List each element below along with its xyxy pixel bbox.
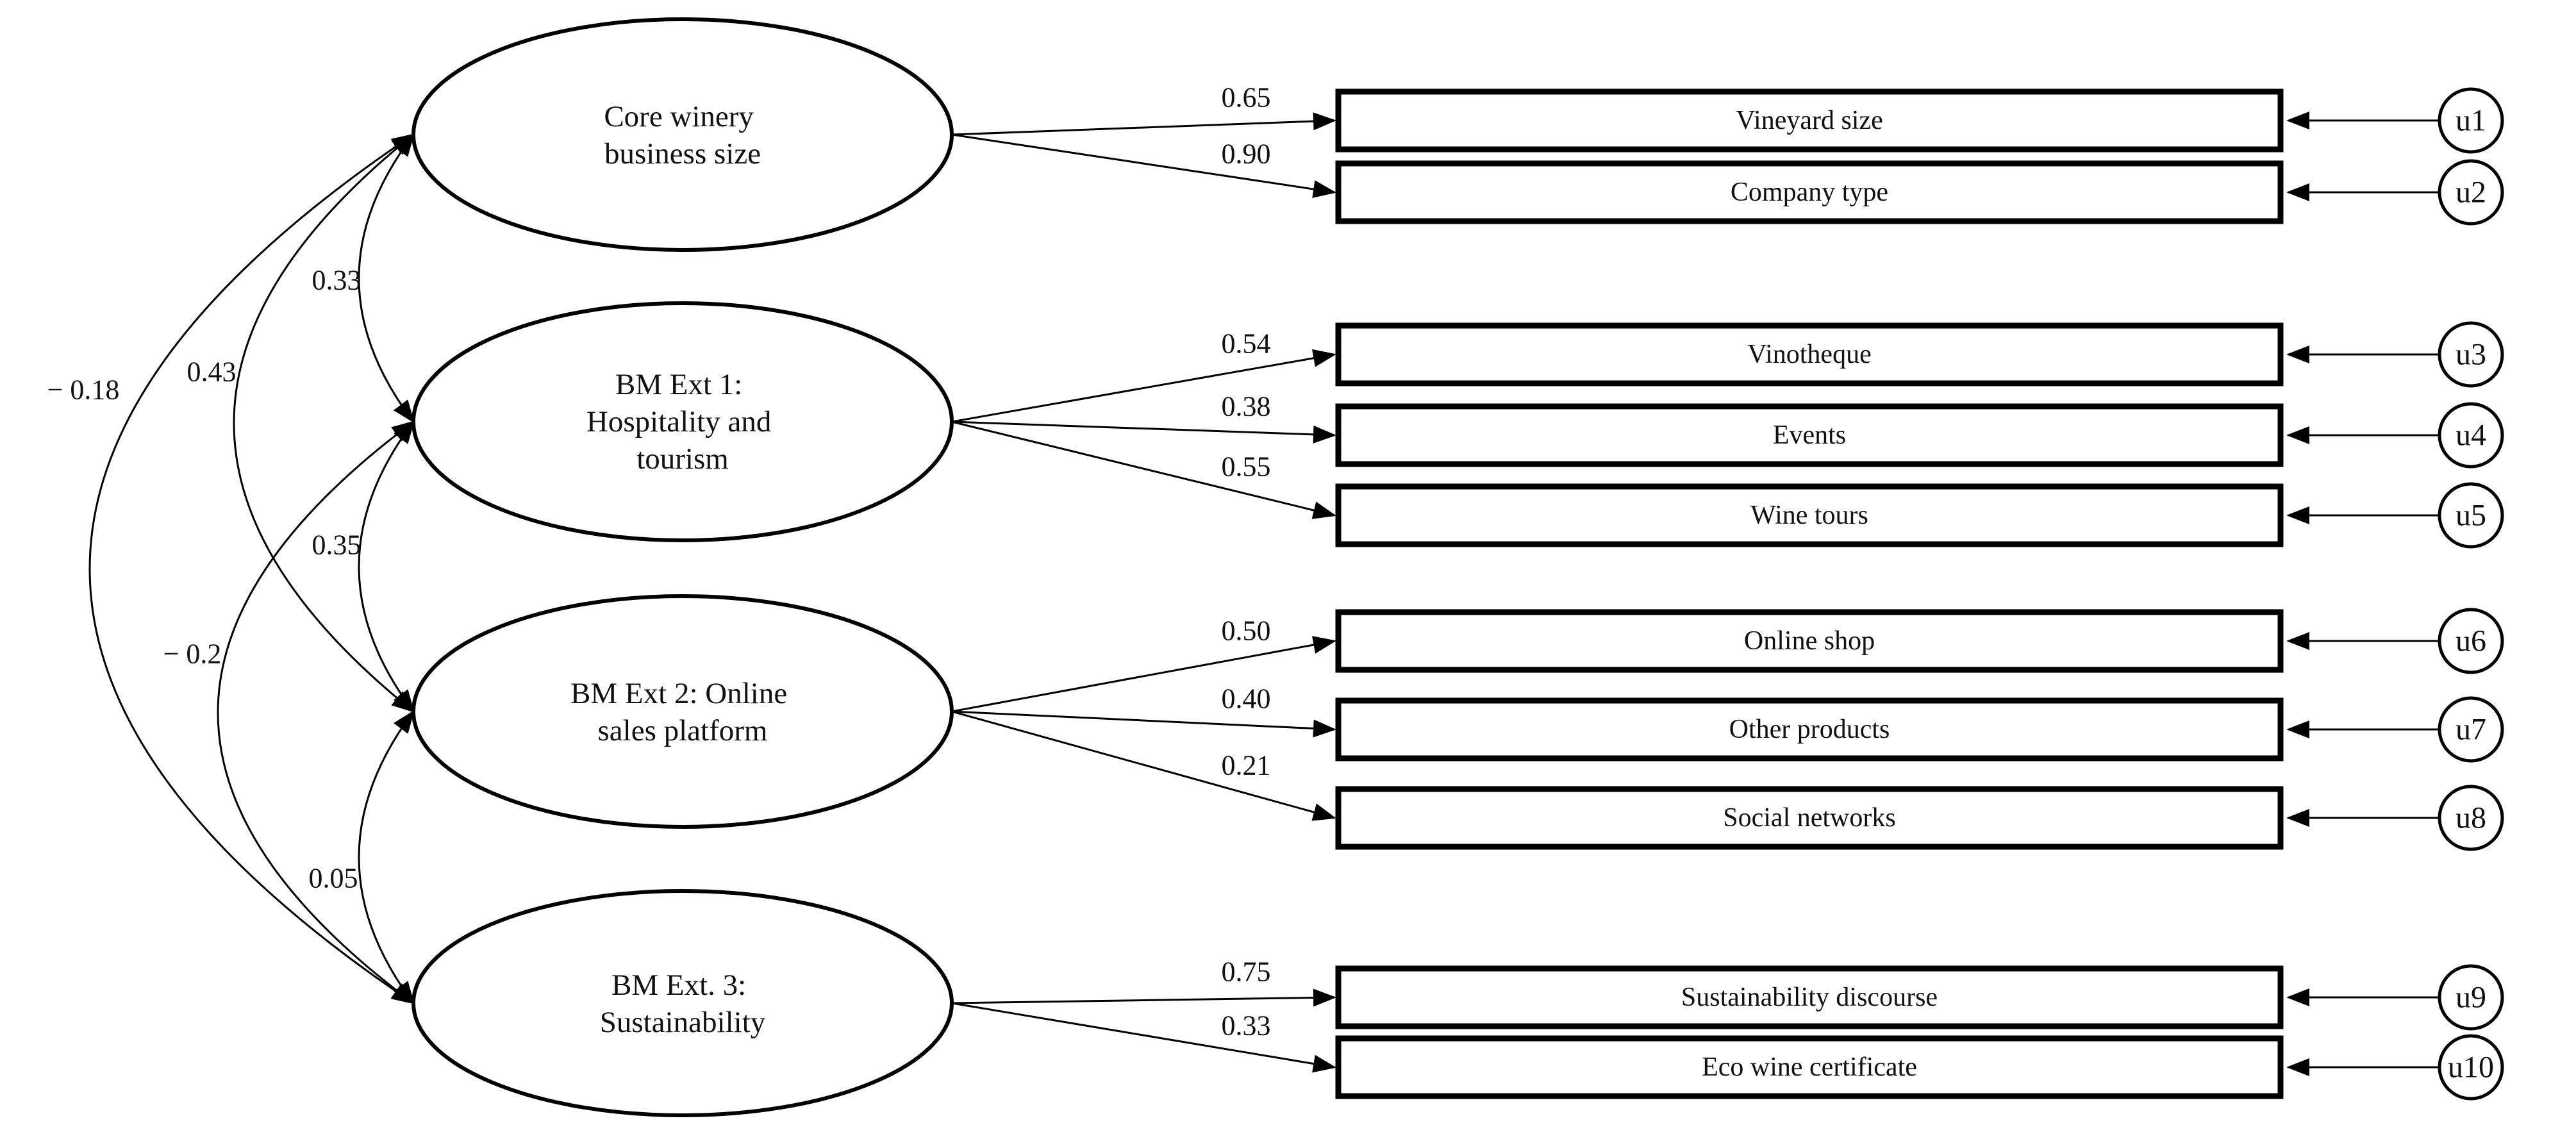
loading-value: 0.21 <box>1222 750 1271 781</box>
error-circle-u10 <box>2438 1034 2504 1101</box>
latent-label: Core winery business size <box>604 100 761 171</box>
error-circle-u4 <box>2438 402 2504 469</box>
loading-value: 0.75 <box>1222 956 1271 988</box>
loading-arrow-vinotheque <box>951 349 1336 423</box>
error-label: u6 <box>2456 624 2486 658</box>
loading-arrow-company-type <box>951 133 1336 198</box>
latent-bm-ext-3-sustainability: BM Ext. 3: Sustainability <box>411 889 954 1117</box>
loading-value: 0.90 <box>1222 138 1271 170</box>
indicator-label: Social networks <box>1723 803 1895 833</box>
indicator-box-eco-wine-certificate <box>1335 1035 2284 1099</box>
indicator-label: Online shop <box>1744 626 1875 656</box>
covariance-arrow-ext2-ext3 <box>358 710 415 1005</box>
covariance-value: 0.35 <box>312 529 361 561</box>
latent-ellipse <box>411 17 954 252</box>
indicator-label: Vineyard size <box>1736 106 1883 135</box>
indicator-box-events <box>1335 403 2284 467</box>
latent-bm-ext-2-online-sales-platform: BM Ext 2: Online sales platform <box>411 594 954 829</box>
loading-value: 0.40 <box>1222 683 1271 715</box>
indicator-box-company-type <box>1335 160 2284 224</box>
loading-value: 0.33 <box>1222 1010 1271 1042</box>
covariance-arrow-core-ext3 <box>88 133 415 1004</box>
error-label: u7 <box>2456 713 2486 747</box>
covariance-arrow-ext1-ext3 <box>217 420 415 1004</box>
error-label: u4 <box>2456 419 2486 453</box>
indicator-box-wine-tours <box>1335 483 2284 547</box>
loading-value: 0.55 <box>1222 451 1271 483</box>
error-label: u5 <box>2456 499 2486 533</box>
loading-value: 0.65 <box>1222 82 1271 113</box>
loading-arrow-online-shop <box>951 636 1336 713</box>
latent-bm-ext-1-hospitality-tourism: BM Ext 1: Hospitality and tourism <box>411 301 954 542</box>
covariance-arrow-core-ext1 <box>358 133 415 424</box>
indicator-box-online-shop <box>1335 609 2284 673</box>
error-terms: u1 u2 u3 u4 u5 u6 u7 u8 u9 u10 <box>2286 87 2504 1101</box>
latent-label: BM Ext 2: Online sales platform <box>570 677 795 747</box>
loading-arrow-events <box>951 420 1336 444</box>
indicator-box-social-networks <box>1335 786 2284 850</box>
covariance-value: 0.05 <box>309 863 358 894</box>
error-circle-u9 <box>2438 964 2504 1031</box>
error-circle-u1 <box>2438 87 2504 154</box>
latent-ellipse <box>411 889 954 1117</box>
error-label: u2 <box>2456 176 2486 210</box>
loading-arrow-wine-tours <box>951 420 1336 519</box>
error-circle-u2 <box>2438 159 2504 226</box>
covariance-value: − 0.18 <box>47 374 120 406</box>
indicator-label: Vinotheque <box>1747 340 1871 369</box>
latent-ellipse <box>411 301 954 542</box>
error-circle-u6 <box>2438 608 2504 674</box>
error-label: u1 <box>2456 104 2486 138</box>
loading-arrows: 0.65 0.90 0.54 0.38 0.55 0.50 0.40 0.21 … <box>951 82 1336 1073</box>
indicator-label: Sustainability discourse <box>1681 983 1938 1012</box>
loading-arrow-other-products <box>951 710 1336 738</box>
error-label: u8 <box>2456 801 2486 835</box>
covariance-arrows: 0.33 0.43 − 0.18 0.35 − 0.2 0.05 <box>47 133 415 1005</box>
latent-ellipse <box>411 594 954 829</box>
covariance-value: 0.43 <box>187 356 237 388</box>
error-circle-u5 <box>2438 482 2504 549</box>
indicator-label: Other products <box>1729 715 1890 744</box>
loading-arrow-sustainability-discourse <box>951 988 1336 1007</box>
covariance-arrow-core-ext2 <box>233 133 415 713</box>
loading-arrow-vineyard-size <box>951 112 1336 136</box>
indicator-label: Company type <box>1731 178 1888 207</box>
error-circle-u3 <box>2438 321 2504 388</box>
latent-label: BM Ext 1: Hospitality and tourism <box>586 368 779 476</box>
indicator-box-other-products <box>1335 697 2284 761</box>
loading-arrow-social-networks <box>951 710 1336 821</box>
error-label: u10 <box>2448 1051 2494 1085</box>
indicator-box-vineyard-size <box>1335 88 2284 153</box>
covariance-value: 0.33 <box>312 265 361 296</box>
indicator-box-sustainability-discourse <box>1335 965 2284 1029</box>
error-label: u3 <box>2456 338 2486 372</box>
indicator-label: Eco wine certificate <box>1702 1052 1917 1082</box>
indicator-label: Events <box>1773 420 1846 450</box>
covariance-value: − 0.2 <box>163 638 222 670</box>
loading-value: 0.38 <box>1222 391 1271 422</box>
indicator-label: Wine tours <box>1750 501 1868 530</box>
error-label: u9 <box>2456 981 2486 1015</box>
loading-arrow-eco-wine-certificate <box>951 1002 1336 1073</box>
loading-value: 0.50 <box>1222 615 1271 647</box>
error-circle-u7 <box>2438 696 2504 763</box>
indicator-box-vinotheque <box>1335 322 2284 387</box>
loading-value: 0.54 <box>1222 328 1271 360</box>
covariance-arrow-ext1-ext2 <box>358 420 415 713</box>
latent-label: BM Ext. 3: Sustainability <box>600 969 766 1039</box>
error-circle-u8 <box>2438 785 2504 851</box>
latent-core-winery-business-size: Core winery business size <box>411 17 954 252</box>
indicator-boxes: Vineyard size Company type Vinotheque Ev… <box>1335 88 2284 1099</box>
